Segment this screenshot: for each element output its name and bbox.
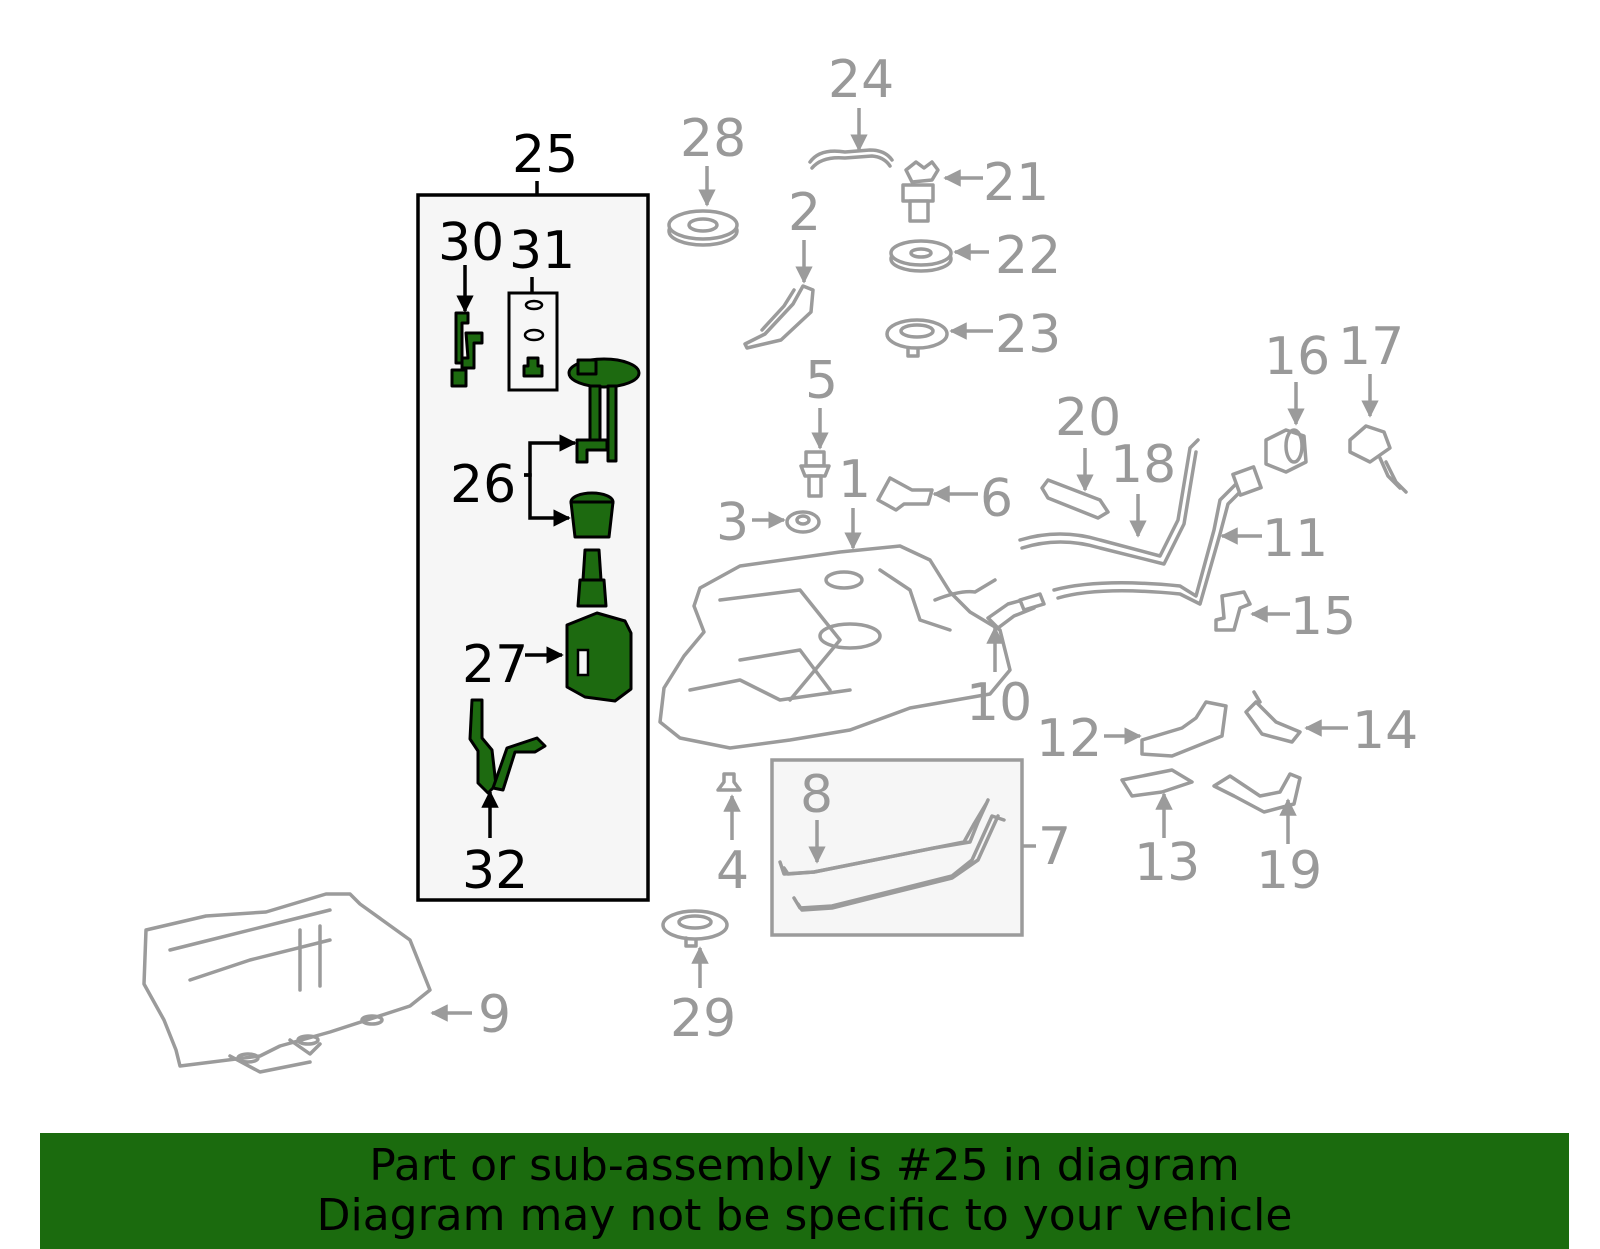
part-22-grommet[interactable]	[889, 239, 953, 273]
callout-17: 17	[1338, 317, 1404, 377]
callout-21: 21	[983, 153, 1049, 213]
callout-10: 10	[966, 673, 1032, 733]
callout-23: 23	[995, 305, 1061, 365]
part-19-bracket[interactable]	[1212, 772, 1302, 814]
callout-29: 29	[670, 989, 736, 1049]
footer-banner: Part or sub-assembly is #25 in diagram D…	[40, 1133, 1569, 1249]
part-3-clip[interactable]	[785, 510, 821, 534]
part-8-strap[interactable]	[778, 798, 1006, 912]
parts-diagram: 25 30 31 26 27 32 28 24 21 2 22 23 16 17…	[142, 50, 1418, 1074]
part-11-pipe[interactable]	[1052, 465, 1263, 606]
callout-25: 25	[512, 125, 578, 185]
callout-8: 8	[800, 765, 833, 825]
part-17-cap[interactable]	[1348, 424, 1408, 494]
callout-4: 4	[716, 841, 749, 901]
part-16-cap[interactable]	[1264, 428, 1308, 474]
callout-11: 11	[1262, 509, 1328, 569]
callout-18: 18	[1110, 435, 1176, 495]
callout-20: 20	[1055, 388, 1121, 448]
part-32-sender[interactable]	[468, 698, 547, 795]
callout-22: 22	[995, 226, 1061, 286]
part-9-shield[interactable]	[142, 892, 432, 1074]
part-13-plate[interactable]	[1120, 768, 1194, 798]
part-31-seal-kit[interactable]	[507, 291, 559, 392]
callout-27: 27	[462, 635, 528, 695]
callout-19: 19	[1256, 841, 1322, 901]
footer-line-2: Diagram may not be specific to your vehi…	[316, 1190, 1293, 1241]
part-28-ring[interactable]	[667, 209, 739, 247]
part-18-pipe[interactable]	[1018, 438, 1200, 566]
callout-32: 32	[462, 841, 528, 901]
callout-13: 13	[1134, 833, 1200, 893]
callout-26: 26	[450, 455, 516, 515]
part-15-elbow[interactable]	[1214, 590, 1252, 632]
callout-12: 12	[1036, 709, 1102, 769]
part-12-bracket[interactable]	[1140, 700, 1228, 758]
callout-15: 15	[1290, 587, 1356, 647]
part-5-bolt[interactable]	[799, 450, 831, 498]
callout-16: 16	[1264, 327, 1330, 387]
part-30-harness[interactable]	[450, 311, 484, 388]
part-2-bracket[interactable]	[743, 284, 815, 350]
callout-5: 5	[805, 351, 838, 411]
part-26-filter[interactable]	[569, 491, 615, 608]
part-29-ring[interactable]	[661, 909, 729, 948]
callout-2: 2	[788, 183, 821, 243]
callout-6: 6	[980, 469, 1013, 529]
callout-30: 30	[438, 213, 504, 273]
callout-28: 28	[680, 109, 746, 169]
part-24-hose[interactable]	[808, 148, 894, 170]
callout-14: 14	[1352, 701, 1418, 761]
part-4-clip[interactable]	[716, 772, 742, 792]
part-10-hose[interactable]	[986, 592, 1046, 630]
part-26-module-top[interactable]	[567, 357, 641, 464]
callout-9: 9	[478, 985, 511, 1045]
callout-24: 24	[828, 50, 894, 110]
callout-3: 3	[716, 493, 749, 553]
callout-31: 31	[509, 221, 575, 281]
part-6-bracket[interactable]	[876, 476, 934, 512]
part-21-valve[interactable]	[901, 160, 940, 223]
part-1-fuel-tank[interactable]	[658, 544, 1012, 750]
footer-line-1: Part or sub-assembly is #25 in diagram	[369, 1140, 1240, 1191]
part-27-pump-housing[interactable]	[565, 611, 633, 703]
callout-7: 7	[1038, 817, 1071, 877]
part-14-bracket[interactable]	[1244, 690, 1302, 744]
callout-1: 1	[838, 450, 871, 510]
part-23-gasket[interactable]	[885, 318, 949, 358]
part-20-clamp[interactable]	[1040, 478, 1110, 520]
